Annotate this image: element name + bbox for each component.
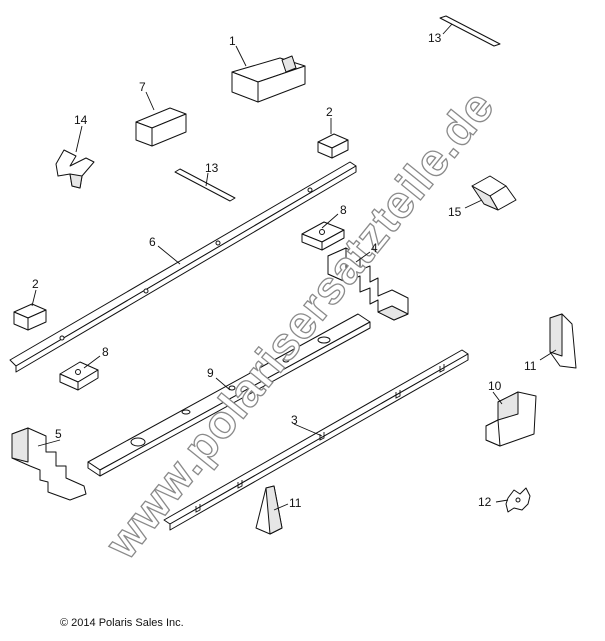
callout-8-upper: 8 [340,203,347,217]
part-15-clip [471,175,517,211]
callout-12: 12 [478,495,492,509]
callout-7: 7 [139,80,146,94]
part-11-tapered-block-bottom [255,485,283,535]
callout-11-bottom: 11 [289,496,302,510]
part-10-l-bracket [485,391,537,447]
callout-9: 9 [207,366,214,380]
part-14-bracket [55,149,95,189]
callout-6: 6 [149,235,156,249]
callout-10: 10 [488,379,502,393]
callout-15: 15 [448,205,462,219]
callout-14: 14 [74,113,88,127]
part-4-stepped-block [327,247,409,321]
part-12-star-washer [505,487,531,513]
leader-lines [31,23,557,511]
part-13-strip-top [439,15,501,47]
callout-1: 1 [229,34,236,48]
callout-2-upper: 2 [326,105,333,119]
callout-5: 5 [55,427,62,441]
part-8-pad-lower [59,361,99,391]
part-9-flat-plate [87,313,371,477]
part-8-pad-upper [301,221,345,251]
part-2-block-lower [13,303,47,331]
part-3-toothed-rail [163,349,469,531]
part-2-block-upper [317,133,349,159]
part-6-long-rail [9,161,357,373]
copyright-notice: © 2014 Polaris Sales Inc. [60,617,184,629]
callout-11-right: 11 [524,359,537,373]
callout-4: 4 [371,241,378,255]
part-7-block [135,107,187,147]
part-13-strip-middle [174,168,236,202]
callout-13-middle: 13 [205,161,219,175]
part-11-tapered-block-right [549,313,577,369]
callout-3: 3 [291,413,298,427]
callout-8-lower: 8 [102,345,109,359]
callout-13-top: 13 [428,31,442,45]
callout-2-lower: 2 [32,277,39,291]
part-5-stepped-block [11,427,87,501]
part-1-notched-block [231,55,306,103]
